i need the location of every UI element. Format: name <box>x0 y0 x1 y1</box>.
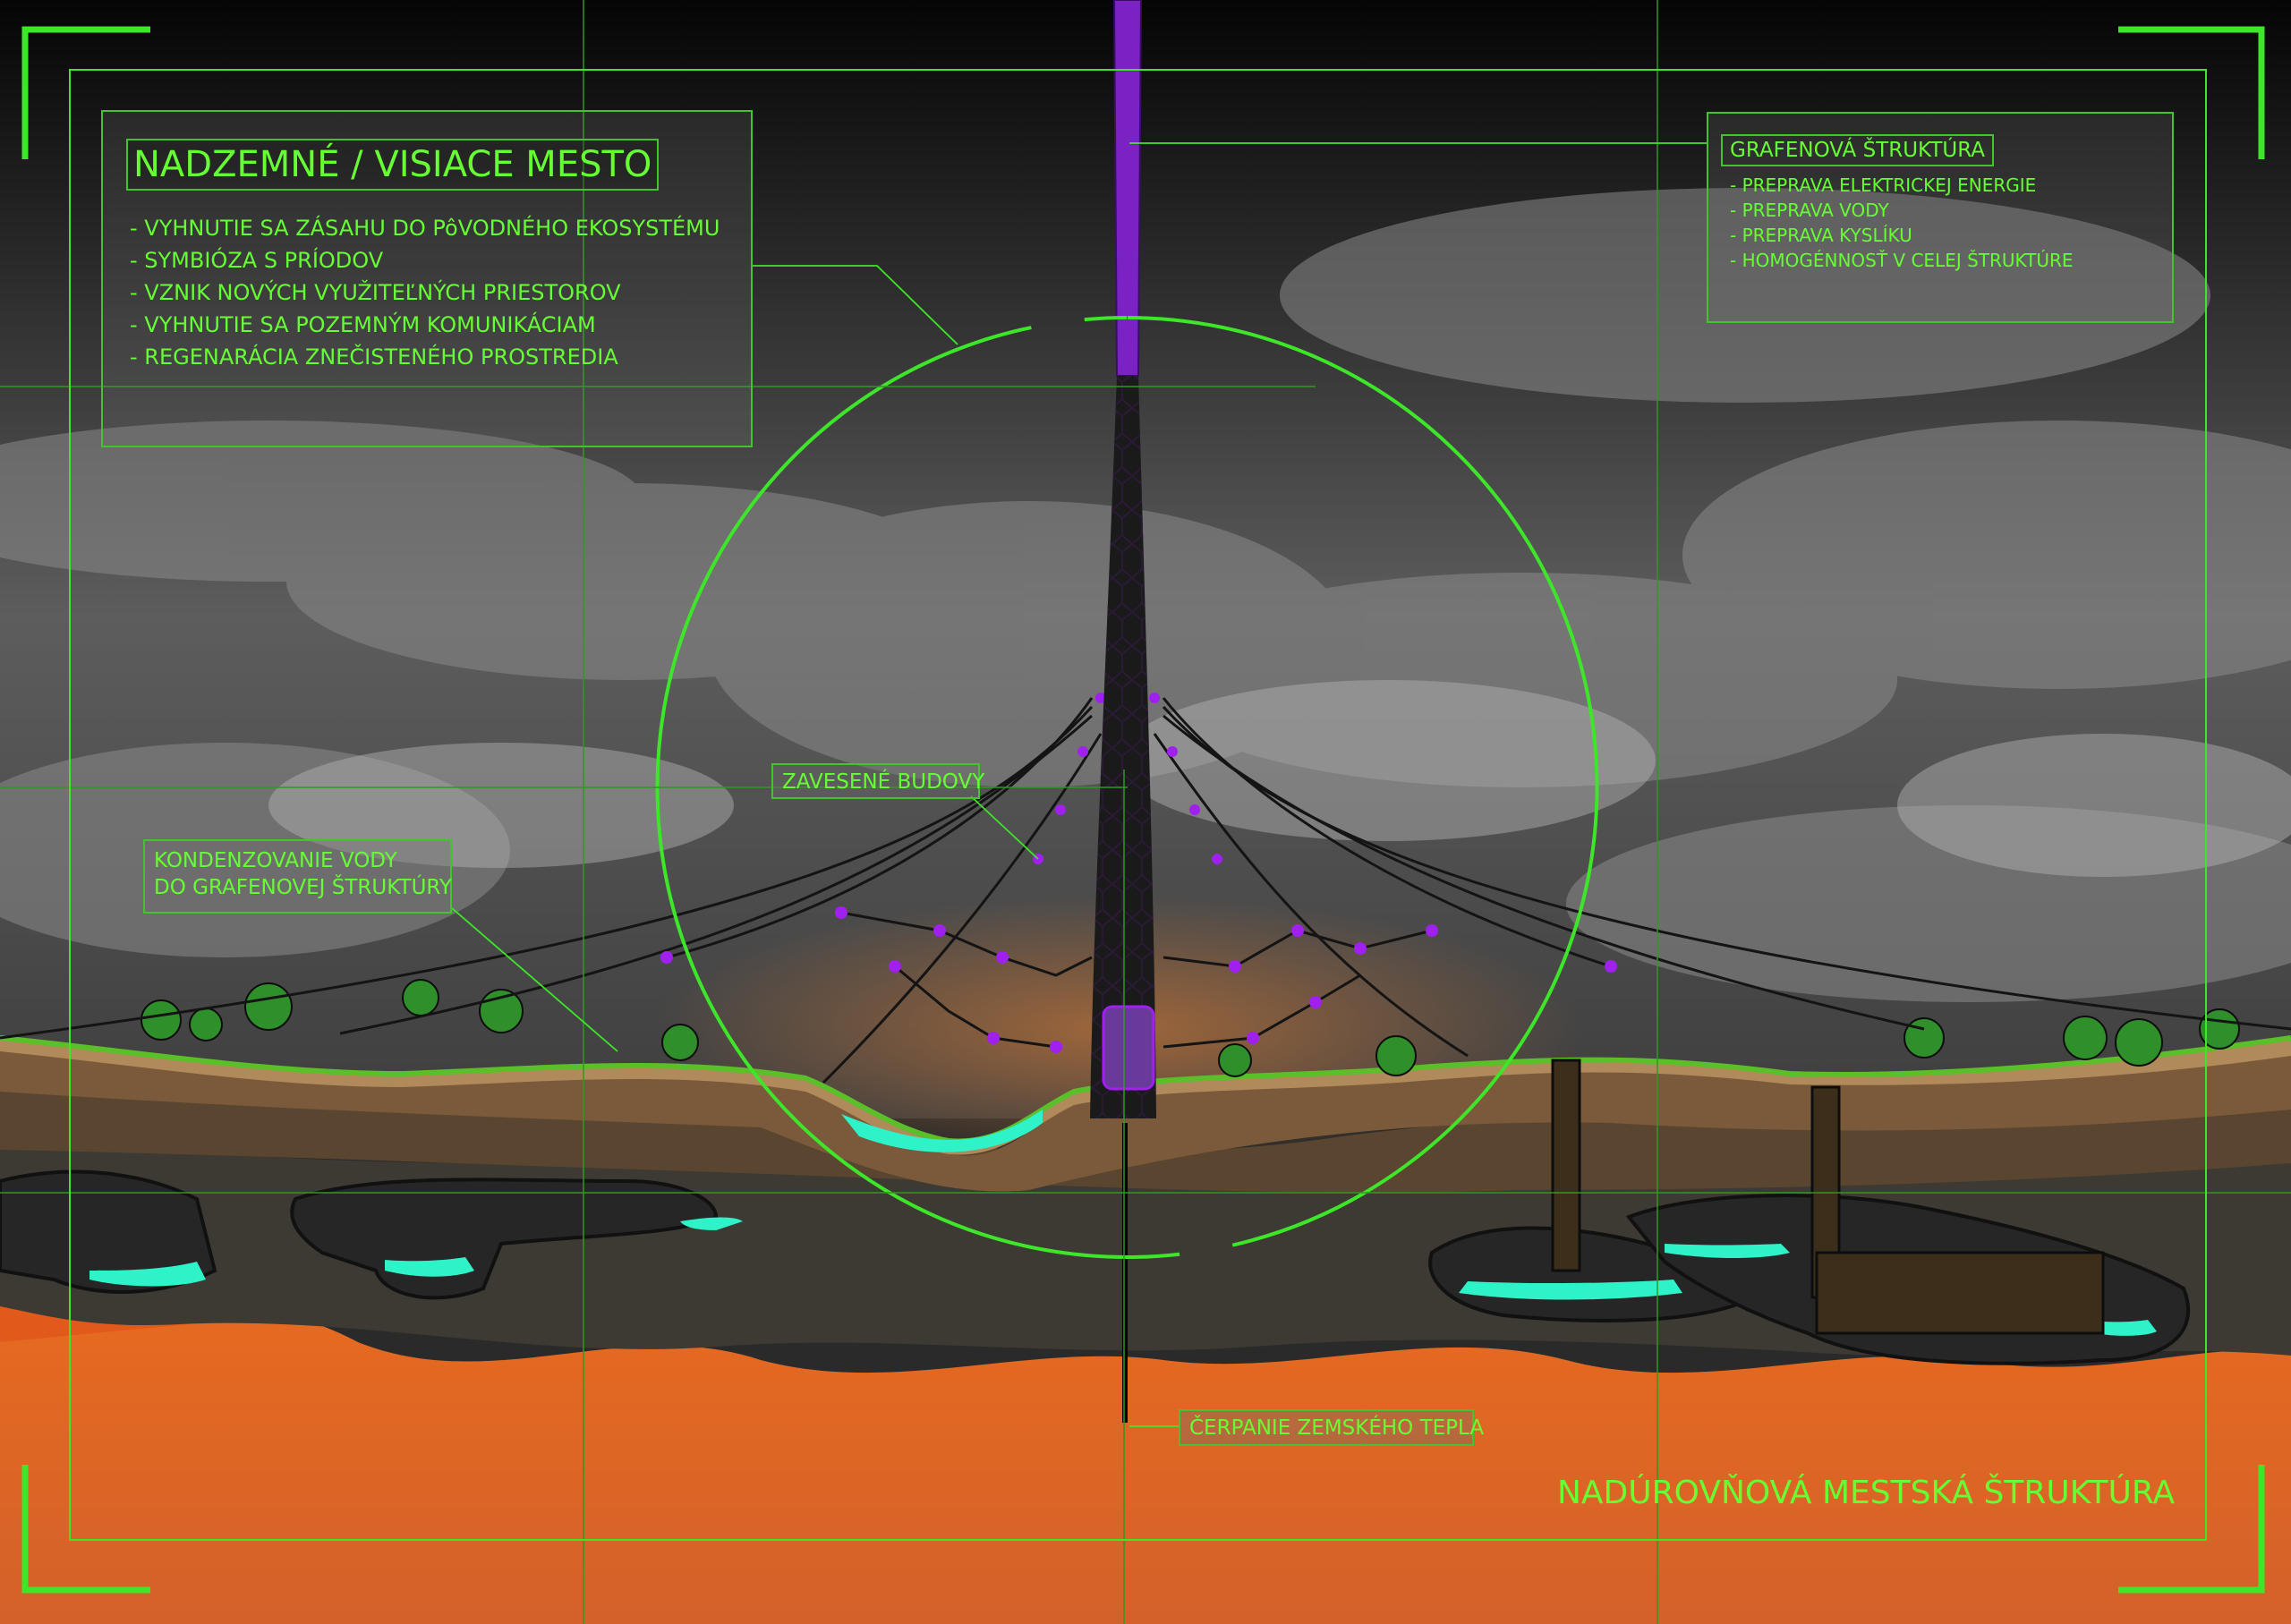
list-item: - VYHNUTIE SA POZEMNÝM KOMUNIKÁCIAM <box>130 312 596 337</box>
suspended-buildings-label: ZAVESENÉ BUDOVY <box>771 763 984 799</box>
list-item: - VZNIK NOVÝCH VYUŽITEĽNÝCH PRIESTOROV <box>130 280 621 305</box>
geothermal-label: ČERPANIE ZEMSKÉHO TEPLA <box>1179 1409 1484 1446</box>
list-item: - VYHNUTIE SA ZÁSAHU DO PôVODNÉHO EKOSYS… <box>130 216 720 241</box>
list-item: - HOMOGÉNNOSŤ V CELEJ ŠTRUKTÚRE <box>1730 250 2074 271</box>
lava-layer <box>0 1271 2291 1624</box>
grass-line <box>0 1035 2291 1144</box>
main-info-panel <box>101 110 753 447</box>
graphene-panel-list: - PREPRAVA ELEKTRICKEJ ENERGIE - PREPRAV… <box>1730 173 2074 273</box>
graphene-info-panel <box>1707 112 2174 323</box>
list-item: - PREPRAVA ELEKTRICKEJ ENERGIE <box>1730 174 2037 196</box>
list-item: - PREPRAVA KYSLÍKU <box>1730 225 1912 246</box>
leader-lines <box>451 142 1707 1427</box>
focus-circle <box>655 316 1599 1259</box>
condensation-line-1: KONDENZOVANIE VODY <box>154 849 397 872</box>
geothermal-text: ČERPANIE ZEMSKÉHO TEPLA <box>1189 1416 1485 1440</box>
list-item: - REGENARÁCIA ZNEČISTENÉHO PROSTREDIA <box>130 344 618 370</box>
graphene-panel-title: GRAFENOVÁ ŠTRUKTÚRA <box>1721 134 1995 166</box>
cave-water <box>89 1217 2157 1336</box>
bright-clouds <box>268 680 2291 877</box>
surface-lake <box>841 1110 1043 1152</box>
graphene-nodes <box>660 693 1617 1053</box>
suspended-buildings-text: ZAVESENÉ BUDOVY <box>782 770 985 794</box>
condensation-label: KONDENZOVANIE VODY DO GRAFENOVEJ ŠTRUKTÚ… <box>143 839 452 914</box>
footer-title: NADÚROVŇOVÁ MESTSKÁ ŠTRUKTÚRA <box>1557 1475 2176 1511</box>
mid-rock <box>0 1074 2291 1193</box>
inner-frame <box>69 69 2207 1541</box>
clouds <box>0 188 2291 1002</box>
cable-web <box>0 697 2291 1084</box>
list-item: - PREPRAVA VODY <box>1730 200 1889 221</box>
main-panel-title: NADZEMNÉ / VISIACE MESTO <box>126 139 660 191</box>
main-panel-list: - VYHNUTIE SA ZÁSAHU DO PôVODNÉHO EKOSYS… <box>130 212 720 373</box>
tower-base-pod <box>1102 1005 1155 1091</box>
list-item: - SYMBIÓZA S PRÍODOV <box>130 248 384 273</box>
condensation-line-2: DO GRAFENOVEJ ŠTRUKTÚRY <box>154 876 452 900</box>
corner-brackets <box>21 26 2265 1594</box>
soil-layer <box>0 1047 2291 1192</box>
